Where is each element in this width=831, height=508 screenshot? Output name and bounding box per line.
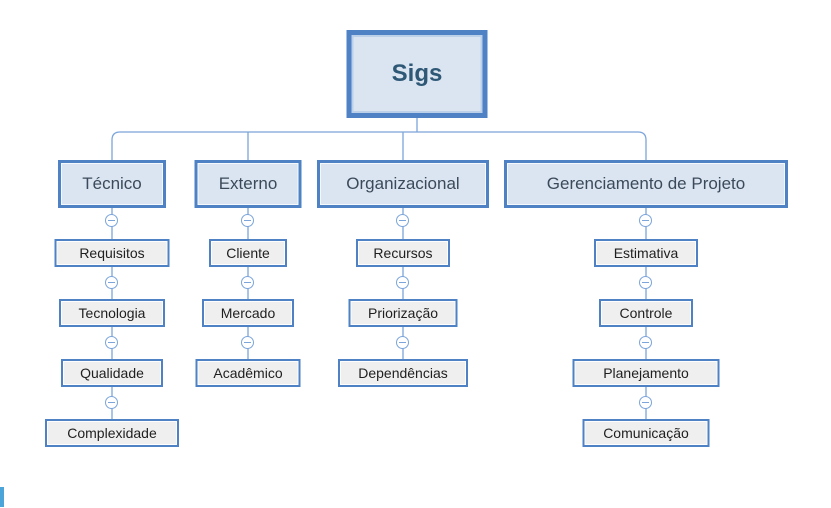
leaf-node-requisitos[interactable]: Requisitos <box>54 239 170 267</box>
collapse-minus-icon[interactable] <box>105 276 118 289</box>
collapse-minus-icon[interactable] <box>396 276 409 289</box>
collapse-minus-icon[interactable] <box>639 276 652 289</box>
collapse-minus-icon[interactable] <box>241 214 254 227</box>
leaf-node-cliente[interactable]: Cliente <box>209 239 287 267</box>
branch-node-tecnico[interactable]: Técnico <box>58 160 166 208</box>
branch-node-externo[interactable]: Externo <box>194 160 302 208</box>
left-edge-blue-bar <box>0 487 4 507</box>
branch-node-gerenciamento-de-projeto[interactable]: Gerenciamento de Projeto <box>504 160 788 208</box>
collapse-minus-icon[interactable] <box>105 396 118 409</box>
collapse-minus-icon[interactable] <box>639 396 652 409</box>
collapse-minus-icon[interactable] <box>105 214 118 227</box>
collapse-minus-icon[interactable] <box>639 214 652 227</box>
collapse-minus-icon[interactable] <box>639 336 652 349</box>
leaf-node-recursos[interactable]: Recursos <box>356 239 450 267</box>
branch-node-organizacional[interactable]: Organizacional <box>317 160 489 208</box>
leaf-node-mercado[interactable]: Mercado <box>202 299 294 327</box>
leaf-node-qualidade[interactable]: Qualidade <box>61 359 163 387</box>
leaf-node-complexidade[interactable]: Complexidade <box>45 419 179 447</box>
collapse-minus-icon[interactable] <box>396 336 409 349</box>
collapse-minus-icon[interactable] <box>241 276 254 289</box>
root-node-sigs[interactable]: Sigs <box>346 30 488 118</box>
leaf-node-tecnologia[interactable]: Tecnologia <box>59 299 165 327</box>
connector-line <box>111 131 647 160</box>
leaf-node-priorizacao[interactable]: Priorização <box>348 299 458 327</box>
leaf-node-comunicacao[interactable]: Comunicação <box>582 419 710 447</box>
leaf-node-controle[interactable]: Controle <box>599 299 693 327</box>
leaf-node-academico[interactable]: Acadêmico <box>195 359 301 387</box>
leaf-node-dependencias[interactable]: Dependências <box>338 359 468 387</box>
leaf-node-planejamento[interactable]: Planejamento <box>572 359 720 387</box>
collapse-minus-icon[interactable] <box>241 336 254 349</box>
leaf-node-estimativa[interactable]: Estimativa <box>594 239 698 267</box>
collapse-minus-icon[interactable] <box>396 214 409 227</box>
collapse-minus-icon[interactable] <box>105 336 118 349</box>
